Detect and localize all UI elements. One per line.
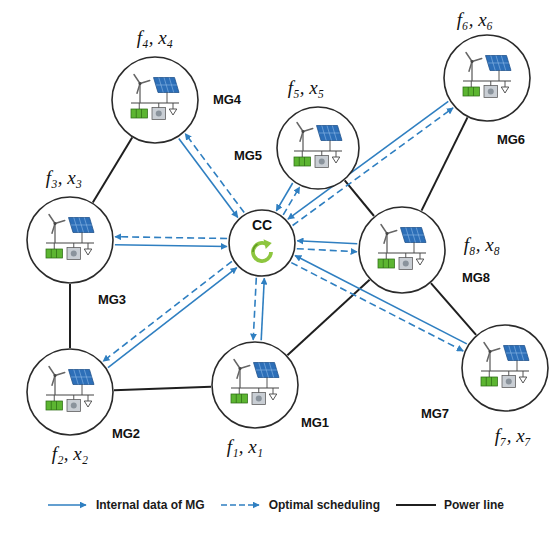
legend-item: Power line [394,498,504,512]
scheduling-arrow [103,261,232,361]
function-variable-label: f₅, x₅ [288,78,324,99]
power-line [93,138,132,203]
center-label: CC [252,218,272,233]
legend-text: Optimal scheduling [269,498,380,512]
legend-text: Power line [444,498,504,512]
circle-outline [358,206,446,294]
power-line [422,117,468,210]
data-arrow [179,138,238,217]
microgrid-circle: f₄, x₄MG4 [111,56,199,144]
power-line [287,280,369,355]
microgrid-icon [481,343,529,388]
circle-outline [26,196,114,284]
circle-outline [443,34,531,122]
microgrid-circle: f₈, x₈MG8 [358,206,446,294]
circle-outline [111,56,199,144]
microgrid-circle: f₆, x₆MG6 [443,34,531,122]
circle-outline [26,348,114,436]
microgrid-circle: f₅, x₅MG5 [276,106,360,190]
function-variable-label: f₈, x₈ [464,235,500,256]
legend-sample [394,499,438,511]
microgrid-icon [131,75,179,120]
scheduling-arrow [185,134,244,213]
function-variable-label: f₃, x₃ [46,168,82,189]
legend-item: Internal data of MG [46,498,205,512]
function-variable-label: f₇, x₇ [495,426,531,447]
function-variable-label: f₄, x₄ [137,28,173,49]
microgrid-icon [294,123,342,168]
scheduling-arrow [283,187,299,215]
scheduling-arrow [297,249,357,252]
scheduling-arrow [115,237,227,239]
microgrid-name: MG8 [462,271,490,285]
microgrid-name: MG1 [301,416,329,430]
microgrid-icon [231,360,279,405]
data-arrow [108,268,237,368]
microgrid-circle: f₇, x₇MG7 [461,324,549,412]
microgrid-circle: f₃, x₃MG3 [26,196,114,284]
microgrid-name: MG4 [213,93,241,107]
microgrid-name: MG2 [112,427,140,441]
microgrid-icon [463,53,511,98]
legend-sample [219,499,263,511]
data-arrow [297,241,357,244]
legend-text: Internal data of MG [96,498,205,512]
control-center-circle: CC [228,209,296,277]
power-line [69,284,71,348]
data-arrow [276,183,292,211]
microgrid-icon [46,367,94,412]
microgrid-circle: f₂, x₂MG2 [26,348,114,436]
function-variable-label: f₁, x₁ [227,437,263,458]
data-arrow [115,245,227,247]
cycle-icon [253,239,272,261]
power-line [345,180,374,216]
legend-item: Optimal scheduling [219,498,380,512]
scheduling-arrow [293,108,454,226]
circle-outline [276,106,360,190]
function-variable-label: f₆, x₆ [457,10,493,31]
microgrid-icon [46,215,94,260]
legend: Internal data of MG Optimal scheduling Pow… [0,498,550,512]
microgrid-name: MG5 [234,149,262,163]
circle-outline [211,341,299,429]
legend-sample [46,499,90,511]
microgrid-name: MG3 [98,293,126,307]
microgrid-icon [378,225,426,270]
microgrid-name: MG6 [497,133,525,147]
microgrid-circle: f₁, x₁MG1 [211,341,299,429]
circle-outline [461,324,549,412]
scheduling-arrow [253,278,256,340]
data-arrow [261,278,264,340]
function-variable-label: f₂, x₂ [52,444,88,465]
power-line [431,283,476,335]
power-line [114,387,211,391]
microgrid-name: MG7 [421,407,449,421]
